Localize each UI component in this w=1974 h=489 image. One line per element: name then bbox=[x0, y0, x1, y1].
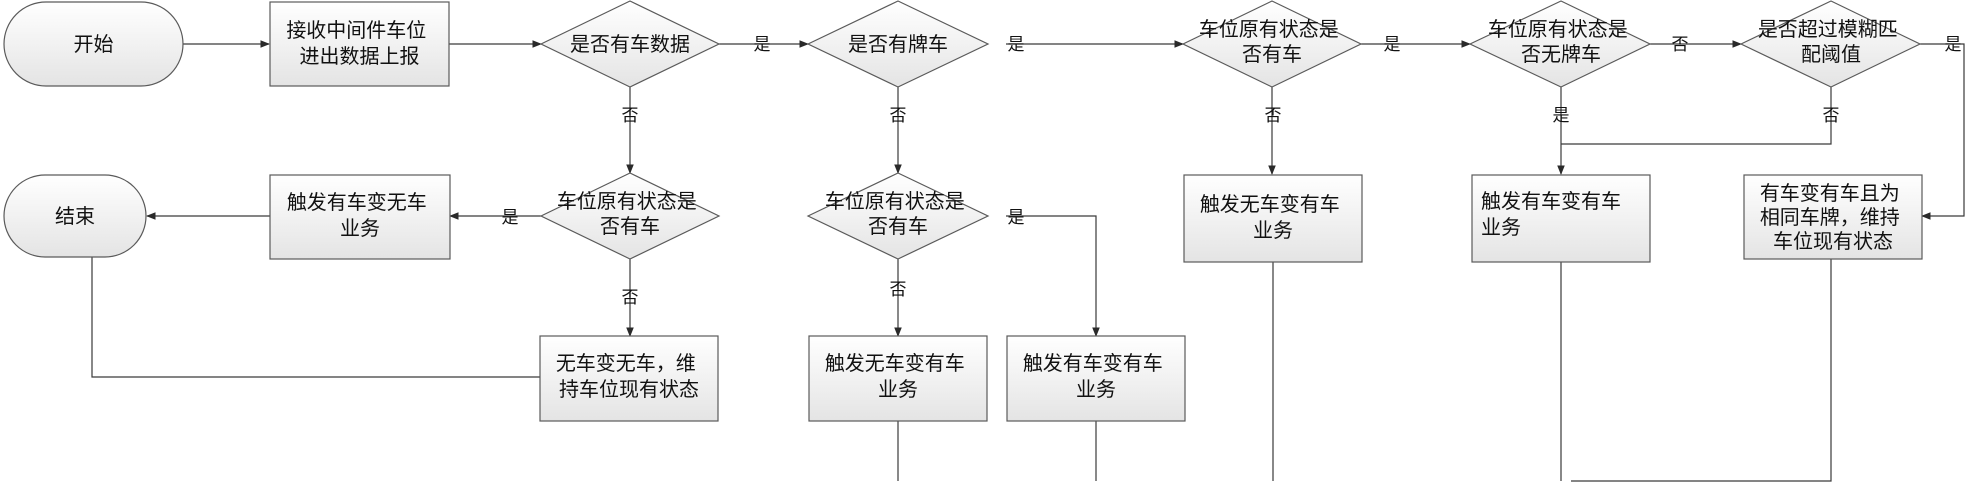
prev-car-b-line-1: 车位原有状态是 bbox=[557, 189, 697, 213]
none-to-none-box: 无车变无车，维 持车位现有状态 bbox=[539, 335, 719, 422]
trig-have-to-have-2-box: 触发有车变有车 业务 bbox=[1471, 174, 1651, 263]
label-yes-hasplate: 是 bbox=[1008, 35, 1025, 55]
end-label: 结束 bbox=[55, 204, 95, 228]
prev-noplate-line-1: 车位原有状态是 bbox=[1488, 17, 1628, 41]
prev-car-c-line-1: 车位原有状态是 bbox=[825, 189, 965, 213]
trig-none-to-have-1-line-1: 触发无车变有车 bbox=[825, 351, 965, 375]
label-no-hasplate: 否 bbox=[890, 106, 907, 126]
trig-have-to-have-1-text: 触发有车变有车 业务 bbox=[1023, 351, 1169, 401]
none-to-none-line-1: 无车变无车，维 bbox=[556, 351, 696, 375]
label-yes-prevcara: 是 bbox=[1384, 35, 1401, 55]
prev-noplate-text: 车位原有状态是 否无牌车 bbox=[1488, 17, 1634, 66]
label-no-prevnoplate: 否 bbox=[1672, 35, 1689, 55]
trig-have-to-have-2-text: 触发有车变有车 业务 bbox=[1481, 189, 1627, 239]
have-same-plate-line-1: 有车变有车且为 bbox=[1760, 181, 1900, 205]
prev-noplate-line-2: 否无牌车 bbox=[1521, 42, 1601, 66]
trig-have-to-have-1-line-1: 触发有车变有车 bbox=[1023, 351, 1163, 375]
prev-car-c-text: 车位原有状态是 否有车 bbox=[825, 189, 971, 238]
receive-line-2: 进出数据上报 bbox=[300, 44, 420, 68]
trig-have-to-none-text: 触发有车变无车 业务 bbox=[287, 190, 433, 240]
label-no-prevcara: 否 bbox=[1265, 106, 1282, 126]
trig-have-to-have-1-line-2: 业务 bbox=[1076, 377, 1116, 401]
none-to-none-line-2: 持车位现有状态 bbox=[559, 377, 699, 401]
over-threshold-decision: 是否超过模糊匹 配阈值 bbox=[1739, 0, 1922, 88]
trig-none-to-have-1-text: 触发无车变有车 业务 bbox=[825, 351, 971, 401]
edge-nonetonone-end bbox=[88, 224, 540, 378]
receive-text: 接收中间件车位 进出数据上报 bbox=[286, 18, 432, 68]
receive-box: 接收中间件车位 进出数据上报 bbox=[269, 1, 450, 87]
edge-prevcarc-havetohave1 bbox=[1006, 215, 1100, 337]
start-label: 开始 bbox=[74, 32, 114, 56]
has-car-data-decision: 是否有车数据 bbox=[539, 0, 721, 88]
label-yes-prevcarc: 是 bbox=[1008, 208, 1025, 228]
have-same-plate-text: 有车变有车且为 相同车牌，维持 车位现有状态 bbox=[1760, 181, 1906, 253]
edge-overthreshold-samesplate bbox=[1920, 43, 1965, 220]
edge-overthreshold-join bbox=[1561, 87, 1832, 145]
have-same-plate-box: 有车变有车且为 相同车牌，维持 车位现有状态 bbox=[1743, 174, 1923, 260]
prev-car-a-line-1: 车位原有状态是 bbox=[1199, 17, 1339, 41]
over-threshold-line-2: 配阈值 bbox=[1801, 42, 1861, 66]
label-yes-prevcarb: 是 bbox=[502, 208, 519, 228]
label-no-overthreshold: 否 bbox=[1823, 106, 1840, 126]
prev-noplate-decision: 车位原有状态是 否无牌车 bbox=[1468, 0, 1652, 88]
label-no-hascardata: 否 bbox=[622, 106, 639, 126]
prev-car-b-text: 车位原有状态是 否有车 bbox=[557, 189, 703, 238]
over-threshold-text: 是否超过模糊匹 配阈值 bbox=[1758, 17, 1904, 66]
label-no-prevcarc: 否 bbox=[890, 280, 907, 300]
trig-have-to-none-line-2: 业务 bbox=[340, 216, 380, 240]
label-no-prevcarb: 否 bbox=[622, 288, 639, 308]
prev-car-c-line-2: 否有车 bbox=[868, 214, 928, 238]
prev-car-b-decision: 车位原有状态是 否有车 bbox=[539, 172, 721, 260]
has-car-data-text: 是否有车数据 bbox=[570, 32, 690, 56]
edges bbox=[88, 40, 1965, 482]
trig-none-to-have-2-text: 触发无车变有车 业务 bbox=[1200, 192, 1346, 242]
prev-car-a-decision: 车位原有状态是 否有车 bbox=[1181, 0, 1363, 88]
prev-car-c-decision: 车位原有状态是 否有车 bbox=[806, 172, 990, 260]
has-plate-text: 是否有牌车 bbox=[848, 32, 948, 56]
trig-have-to-have-2-line-2: 业务 bbox=[1481, 215, 1521, 239]
have-same-plate-line-3: 车位现有状态 bbox=[1773, 229, 1893, 253]
trig-have-to-have-2-line-1: 触发有车变有车 bbox=[1481, 189, 1621, 213]
trig-have-to-none-line-1: 触发有车变无车 bbox=[287, 190, 427, 214]
trig-none-to-have-1-box: 触发无车变有车 业务 bbox=[808, 335, 988, 422]
label-yes-prevnoplate: 是 bbox=[1553, 106, 1570, 126]
prev-car-a-line-2: 否有车 bbox=[1242, 42, 1302, 66]
edge-labels: 是 是 是 否 是 否 否 否 是 否 是 是 否 否 bbox=[502, 35, 1962, 308]
have-same-plate-line-2: 相同车牌，维持 bbox=[1760, 205, 1900, 229]
trig-none-to-have-2-box: 触发无车变有车 业务 bbox=[1183, 174, 1363, 263]
edge-bottom-return bbox=[1571, 259, 1832, 482]
prev-car-b-line-2: 否有车 bbox=[600, 214, 660, 238]
label-yes-overthreshold: 是 bbox=[1945, 35, 1962, 55]
trig-have-to-none-box: 触发有车变无车 业务 bbox=[269, 174, 451, 260]
receive-line-1: 接收中间件车位 bbox=[286, 18, 426, 42]
trig-none-to-have-2-line-2: 业务 bbox=[1253, 218, 1293, 242]
over-threshold-line-1: 是否超过模糊匹 bbox=[1758, 17, 1898, 41]
label-yes-hascardata: 是 bbox=[754, 35, 771, 55]
trig-none-to-have-1-line-2: 业务 bbox=[878, 377, 918, 401]
end-node: 结束 bbox=[3, 174, 147, 258]
prev-car-a-text: 车位原有状态是 否有车 bbox=[1199, 17, 1345, 66]
none-to-none-text: 无车变无车，维 持车位现有状态 bbox=[556, 351, 702, 401]
start-node: 开始 bbox=[3, 1, 184, 87]
has-plate-decision: 是否有牌车 bbox=[806, 0, 990, 88]
trig-none-to-have-2-line-1: 触发无车变有车 bbox=[1200, 192, 1340, 216]
trig-have-to-have-1-box: 触发有车变有车 业务 bbox=[1006, 335, 1186, 422]
